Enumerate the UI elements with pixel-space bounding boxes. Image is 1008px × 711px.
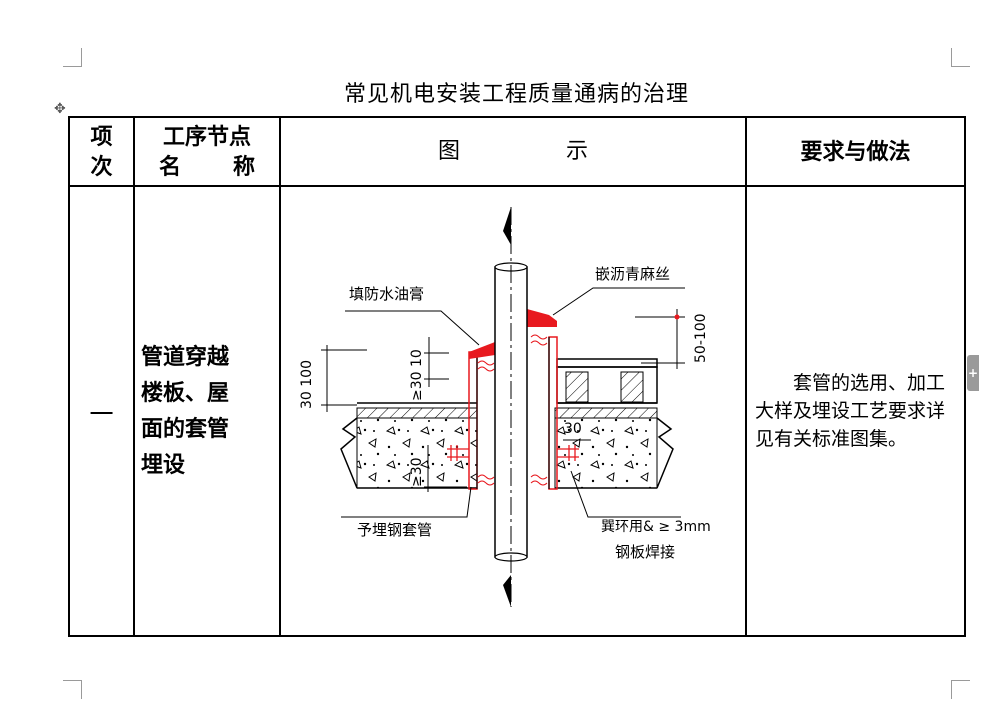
label-dim-30-100: 30 100 xyxy=(299,360,315,409)
label-asphalt-hemp: 嵌沥青麻丝 xyxy=(595,265,670,283)
label-fill-waterproof: 填防水油膏 xyxy=(349,285,424,303)
margin-corner-bottom-left xyxy=(63,680,82,699)
annotation-leaders xyxy=(321,287,685,518)
page-title: 常见机电安装工程质量通病的治理 xyxy=(343,82,689,107)
table-header-row: 项 次 工序节点 名称 图示 要求与做法 xyxy=(68,116,966,187)
label-ring-plate-2: 钢板焊接 xyxy=(615,543,675,561)
margin-corner-top-right xyxy=(951,48,970,67)
header-illustration: 图示 xyxy=(279,116,747,187)
label-embedded-sleeve: 予埋钢套管 xyxy=(357,521,432,539)
margin-corner-top-left xyxy=(63,48,82,67)
steel-sleeve xyxy=(447,309,579,490)
spec-table: 项 次 工序节点 名称 图示 要求与做法 一 管道穿越 楼板、屋 面的套管 埋设 xyxy=(68,116,966,637)
pipe xyxy=(494,207,528,607)
sleeve-detail-drawing: 填防水油膏 嵌沥青麻丝 50-100 30 100 ≥30 10 30 ≥30 … xyxy=(299,207,711,607)
row-process-name: 管道穿越 楼板、屋 面的套管 埋设 xyxy=(133,185,281,637)
label-dim-30: 30 xyxy=(564,421,582,437)
margin-corner-bottom-right xyxy=(951,680,970,699)
header-requirements: 要求与做法 xyxy=(745,116,966,187)
move-anchor-icon[interactable]: ✥ xyxy=(54,101,66,117)
label-ring-plate-1: 巽环用& ≥ 3mm xyxy=(601,519,711,535)
row-number: 一 xyxy=(68,185,135,637)
header-process-node: 工序节点 名称 xyxy=(133,116,281,187)
side-tab-plus-icon[interactable]: + xyxy=(967,355,979,391)
row-requirements: 套管的选用、加工大样及埋设工艺要求详见有关标准图集。 xyxy=(745,185,966,637)
row-illustration: 填防水油膏 嵌沥青麻丝 50-100 30 100 ≥30 10 30 ≥30 … xyxy=(279,185,747,637)
table-row: 一 管道穿越 楼板、屋 面的套管 埋设 xyxy=(68,185,966,637)
label-dim-ge30-10: ≥30 10 xyxy=(409,349,425,401)
label-dim-50-100: 50-100 xyxy=(693,313,709,363)
header-item-number: 项 次 xyxy=(68,116,135,187)
slab-right xyxy=(554,358,674,489)
label-dim-ge30: ≥30 xyxy=(409,457,425,487)
